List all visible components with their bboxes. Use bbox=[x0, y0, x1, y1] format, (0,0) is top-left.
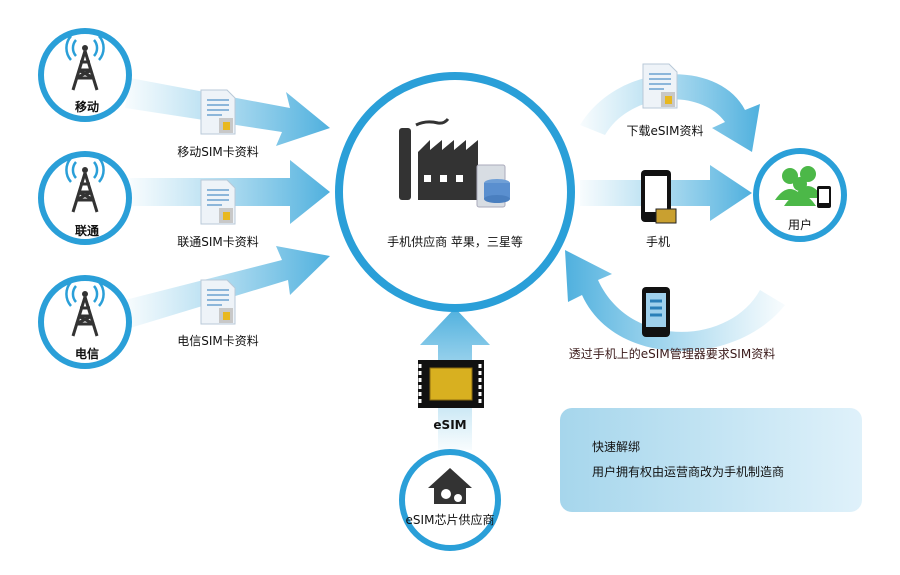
arrow-download-profile bbox=[580, 74, 760, 152]
phone-vendor-label: 手机供应商 苹果，三星等 bbox=[387, 235, 523, 249]
esim-chip-icon bbox=[418, 360, 484, 408]
esim-manager-phone-icon bbox=[642, 287, 670, 337]
arrow-request-profile bbox=[565, 250, 785, 352]
note-box: 快速解绑 用户拥有权由运营商改为手机制造商 bbox=[560, 408, 862, 512]
chip-vendor-label: eSIM芯片供应商 bbox=[405, 513, 495, 527]
sim-profile-doc-icon bbox=[200, 89, 236, 135]
carrier-mobile-node bbox=[38, 28, 132, 122]
factory-server-icon bbox=[399, 118, 510, 208]
esim-profile-doc-icon bbox=[642, 63, 678, 109]
phone-label: 手机 bbox=[645, 235, 671, 249]
user-label: 用户 bbox=[787, 218, 813, 232]
sim-profile-label: 移动SIM卡资料 bbox=[177, 145, 259, 159]
carrier-unicom-node bbox=[38, 151, 132, 245]
note-title: 快速解绑 bbox=[592, 440, 641, 454]
carrier-name: 联通 bbox=[74, 224, 100, 238]
note-body: 用户拥有权由运营商改为手机制造商 bbox=[592, 465, 785, 479]
chip-vendor-node bbox=[399, 449, 501, 551]
factory-gear-icon bbox=[428, 468, 472, 504]
user-node bbox=[753, 148, 847, 242]
carrier-name: 电信 bbox=[74, 347, 100, 361]
users-icon bbox=[775, 166, 823, 206]
carrier-name: 移动 bbox=[74, 100, 100, 114]
request-profile-label: 透过手机上的eSIM管理器要求SIM资料 bbox=[568, 347, 776, 361]
carrier-telecom-node bbox=[38, 275, 132, 369]
phone-vendor-node bbox=[335, 72, 575, 312]
sim-profile-label: 电信SIM卡资料 bbox=[177, 334, 259, 348]
sim-profile-doc-icon bbox=[200, 179, 236, 225]
phone-with-chip-icon bbox=[641, 170, 677, 224]
sim-profile-label: 联通SIM卡资料 bbox=[177, 235, 259, 249]
sim-profile-doc-icon bbox=[200, 279, 236, 325]
esim-label: eSIM bbox=[433, 418, 467, 432]
download-profile-label: 下载eSIM资料 bbox=[626, 124, 704, 138]
